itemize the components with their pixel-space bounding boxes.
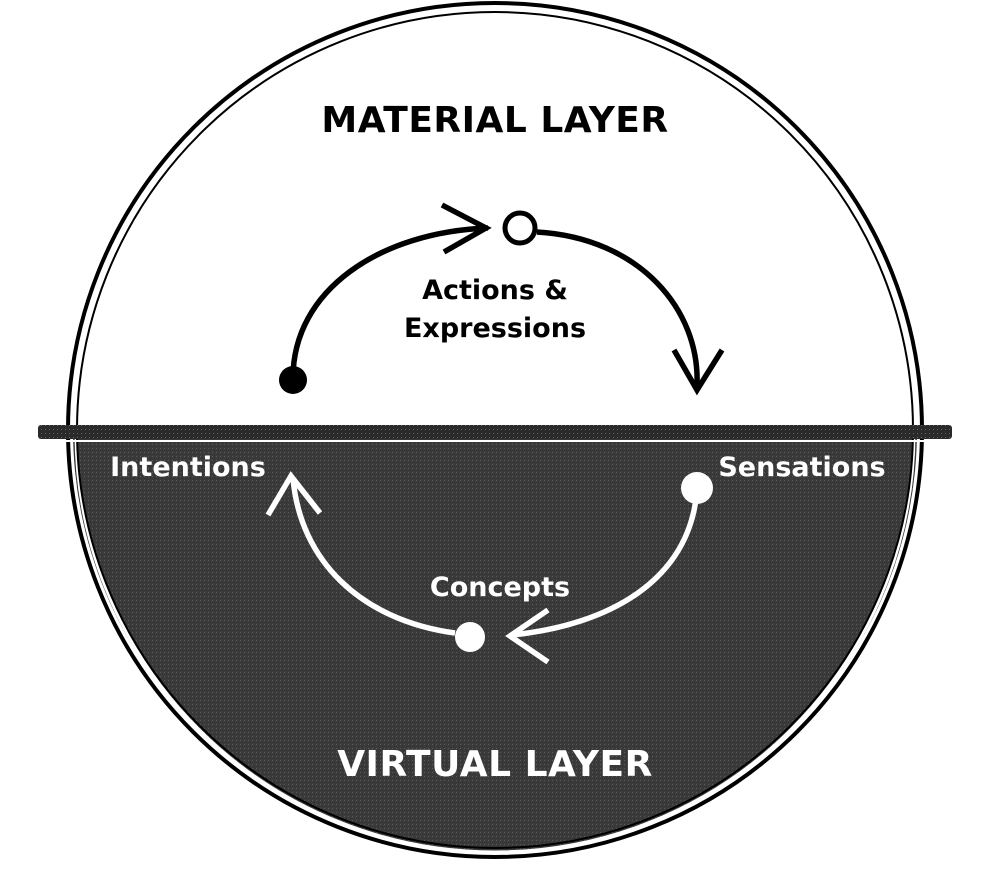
concepts-arc-right [511,489,700,638]
intentions-arc [290,477,456,636]
sensations-dot [681,472,713,504]
actions-arrowhead-right [440,202,492,255]
actions-arc-left [290,225,489,379]
actions-arc-right [536,229,700,386]
actions-node-dot [502,210,538,246]
concepts-arrowhead-left [505,607,550,665]
intentions-start-dot [279,366,307,394]
virtual-inner-ring [74,432,916,854]
material-layer-title: MATERIAL LAYER [321,100,668,141]
concepts-label: Concepts [430,572,570,603]
actions-arrowhead-down [671,348,725,396]
intentions-arrowhead-up [265,471,323,517]
virtual-layer-region [73,433,917,852]
intentions-label: Intentions [110,452,266,483]
actions-label-line2: Expressions [404,313,586,344]
layer-divider [38,425,952,439]
virtual-layer-title: VIRTUAL LAYER [337,744,653,785]
actions-label-line1: Actions & [422,275,568,306]
sensations-label: Sensations [718,452,885,483]
concepts-dot [455,622,485,652]
